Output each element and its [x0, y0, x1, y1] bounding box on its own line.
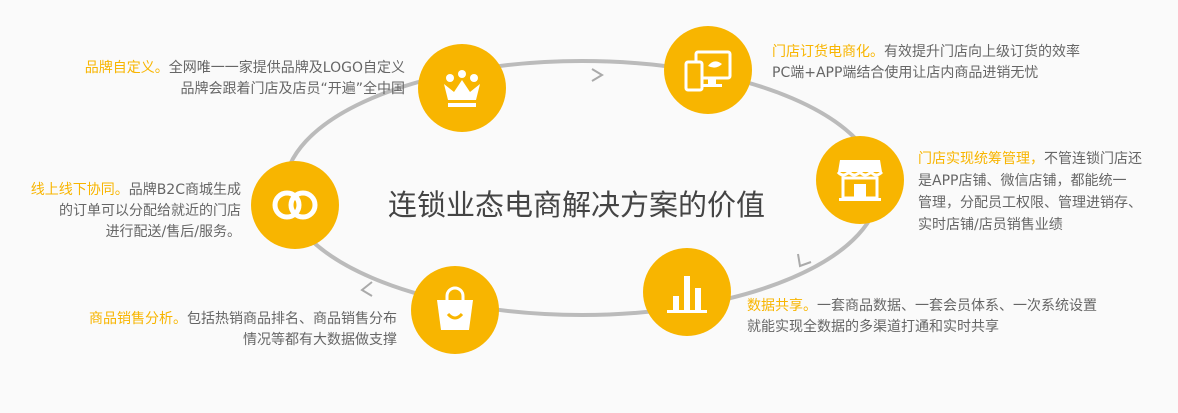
feature-online-offline: 线上线下协同。品牌B2C商城生成 的订单可以分配给就近的门店 进行配送/售后/服… [31, 180, 241, 243]
feature-heading: 线上线下协同。 [30, 182, 129, 198]
feature-line: 的订单可以分配给就近的门店 [59, 203, 241, 219]
store-icon [836, 160, 884, 201]
arrow-up-left-icon [360, 281, 373, 297]
feature-store-ordering: 门店订货电商化。有效提升门店向上级订货的效率 PC端+APP端结合使用让店内商品… [772, 42, 1080, 84]
feature-line: 情况等都有大数据做支撑 [243, 332, 397, 348]
arrow-down-left-icon [797, 253, 812, 268]
crown-node [418, 44, 506, 132]
feature-line: 包括热销商品排名、商品销售分布 [187, 311, 397, 327]
feature-line: 品牌会跟着门店及店员“开遍”全中国 [180, 81, 405, 97]
rings-node [251, 161, 339, 249]
shopping-bag-icon [437, 286, 473, 330]
arrow-right-icon [591, 68, 604, 82]
bag-node [411, 266, 499, 354]
feature-line: 进行配送/售后/服务。 [105, 224, 241, 240]
feature-line: 全网唯一一家提供品牌及LOGO自定义 [168, 60, 405, 76]
feature-line: PC端+APP端结合使用让店内商品进销无忧 [772, 65, 1039, 81]
devices-node [664, 26, 752, 114]
feature-brand-custom: 品牌自定义。全网唯一一家提供品牌及LOGO自定义 品牌会跟着门店及店员“开遍”全… [85, 58, 405, 100]
feature-heading: 商品销售分析。 [89, 311, 187, 327]
feature-line: 一套商品数据、一套会员体系、一次系统设置 [817, 298, 1097, 314]
feature-heading: 门店实现统筹管理， [918, 151, 1044, 167]
page-title: 连锁业态电商解决方案的价值 [388, 188, 766, 222]
feature-heading: 门店订货电商化。 [772, 44, 884, 60]
feature-line: 实时店铺/店员销售业绩 [918, 217, 1063, 233]
feature-line: 是APP店铺、微信店铺，都能统一 [918, 173, 1127, 189]
store-node [816, 136, 904, 224]
feature-heading: 品牌自定义。 [84, 60, 169, 76]
feature-line: 就能实现全数据的多渠道打通和实时共享 [747, 319, 999, 335]
feature-heading: 数据共享。 [747, 298, 817, 314]
devices-icon [684, 50, 732, 92]
feature-line: 管理，分配员工权限、管理进销存、 [918, 195, 1142, 211]
crown-icon [444, 70, 480, 107]
feature-data-sharing: 数据共享。一套商品数据、一套会员体系、一次系统设置 就能实现全数据的多渠道打通和… [747, 296, 1097, 338]
feature-line: 不管连锁门店还 [1044, 151, 1142, 167]
feature-sales-analysis: 商品销售分析。包括热销商品排名、商品销售分布 情况等都有大数据做支撑 [89, 309, 397, 351]
bar-chart-icon [667, 276, 707, 313]
feature-line: 有效提升门店向上级订货的效率 [884, 44, 1080, 60]
rings-icon [272, 190, 318, 220]
feature-line: 品牌B2C商城生成 [128, 182, 241, 198]
feature-store-management: 门店实现统筹管理，不管连锁门店还 是APP店铺、微信店铺，都能统一 管理，分配员… [918, 148, 1142, 236]
chart-node [643, 248, 731, 336]
